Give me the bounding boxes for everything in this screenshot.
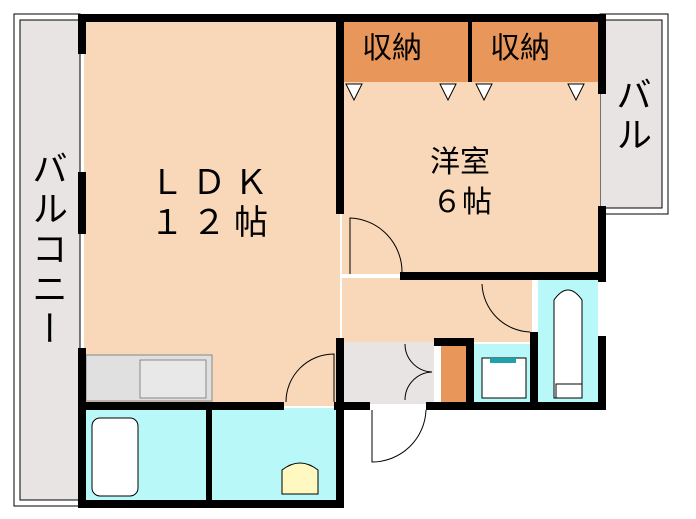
balcony-left-label: バルコニー [26, 150, 67, 350]
sink [281, 462, 319, 495]
western-room [342, 82, 600, 274]
door-ldk [285, 353, 335, 403]
hallway [342, 278, 532, 342]
ldk-size: １２帖 [150, 203, 276, 243]
bathtub [91, 417, 139, 497]
storage-1-label: 収納 [362, 31, 422, 66]
door-western [349, 217, 403, 274]
western-room-name: 洋室 [430, 145, 490, 180]
ldk-room [84, 20, 340, 406]
toilet [553, 289, 583, 399]
western-room-size: ６帖 [432, 185, 492, 220]
door-hall [481, 283, 531, 333]
closet [441, 345, 467, 403]
entrance [342, 342, 434, 404]
ldk-name: ＬＤＫ [150, 163, 276, 203]
door-entrance[interactable] [371, 409, 427, 463]
washing-machine [481, 357, 527, 399]
washroom [212, 408, 340, 502]
balcony-right-label: バル [610, 76, 651, 156]
storage-1 [342, 20, 470, 82]
storage-2 [472, 20, 600, 82]
storage-2-label: 収納 [490, 31, 550, 66]
